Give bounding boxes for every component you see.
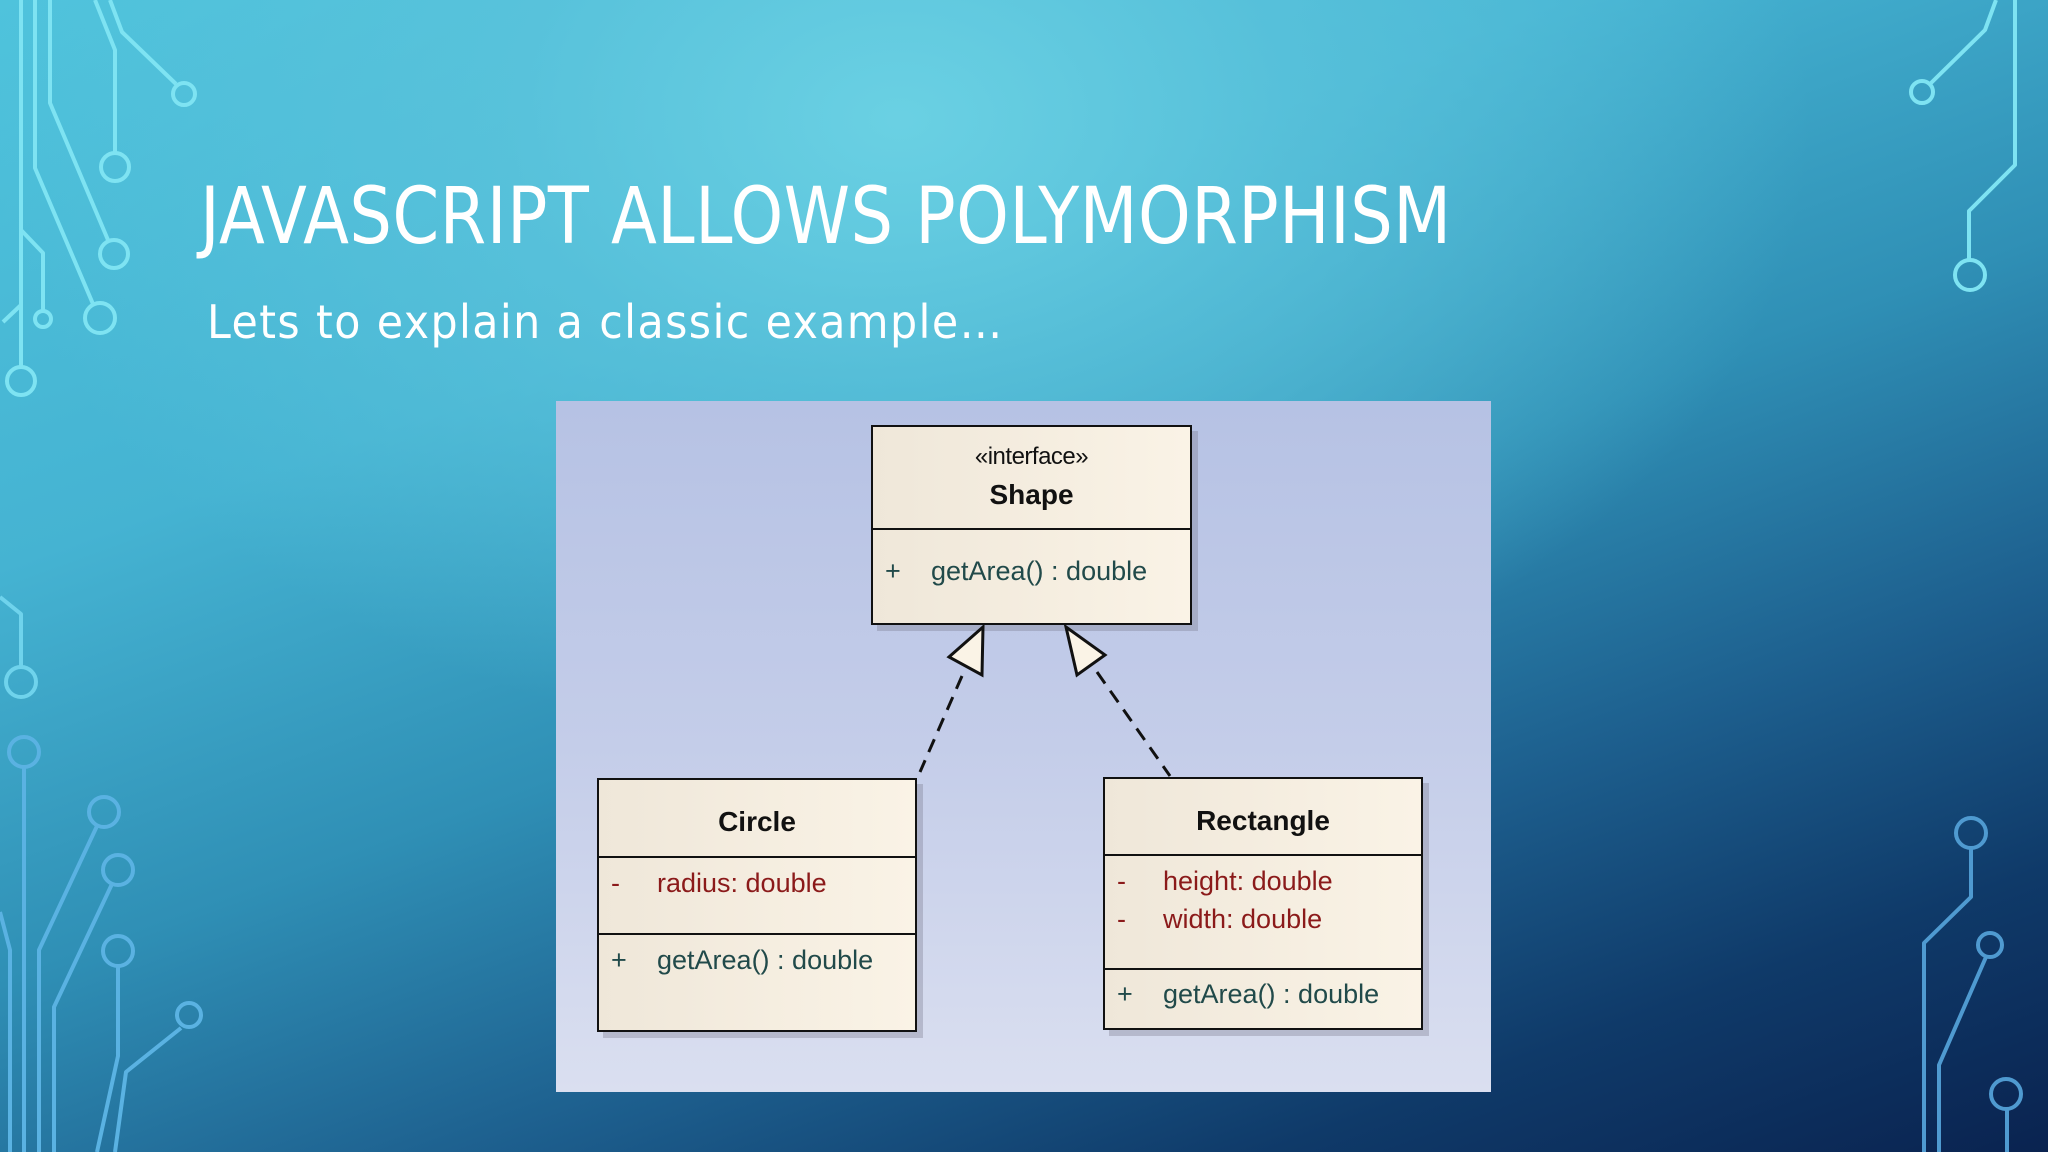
attribute-signature: radius: double [657, 868, 827, 898]
operations-compartment: + getArea() : double [599, 933, 915, 1032]
class-header: Circle [599, 780, 915, 858]
class-box-circle: Circle - radius: double + getArea() : do… [597, 778, 917, 1032]
class-name: Shape [989, 479, 1074, 510]
visibility-marker: + [1117, 979, 1133, 1009]
class-header: «interface» Shape [873, 427, 1190, 530]
operation-signature: getArea() : double [1163, 979, 1380, 1009]
circuit-mid-left [0, 595, 38, 699]
attributes-compartment: - height: double - width: double [1105, 854, 1421, 968]
stereotype-label: «interface» [974, 443, 1089, 470]
class-box-rectangle: Rectangle - height: double - width: doub… [1103, 777, 1423, 1030]
attribute-signature: height: double [1163, 866, 1333, 896]
visibility-marker: + [885, 556, 901, 586]
visibility-marker: - [1117, 866, 1126, 896]
operation-signature: getArea() : double [657, 945, 874, 975]
visibility-marker: - [611, 868, 620, 898]
class-header: Rectangle [1105, 779, 1421, 856]
operations-compartment: + getArea() : double [1105, 968, 1421, 1030]
class-name: Rectangle [1196, 805, 1330, 836]
operation-signature: getArea() : double [931, 556, 1148, 586]
attributes-compartment: - radius: double [599, 856, 915, 933]
attribute-signature: width: double [1163, 904, 1323, 934]
class-name: Circle [718, 806, 796, 837]
circuit-bottom-right [1922, 816, 2023, 1152]
circuit-bottom-left [0, 735, 203, 1152]
circuit-top-right [1909, 0, 2017, 292]
operations-compartment: + getArea() : double [873, 528, 1190, 625]
circuit-top-left [1, 0, 197, 397]
slide-subtitle: Lets to explain a classic example… [207, 295, 1004, 349]
visibility-marker: + [611, 945, 627, 975]
class-box-shape: «interface» Shape + getArea() : double [871, 425, 1192, 625]
visibility-marker: - [1117, 904, 1126, 934]
slide-title: JAVASCRIPT ALLOWS POLYMORPHISM [200, 172, 1452, 262]
